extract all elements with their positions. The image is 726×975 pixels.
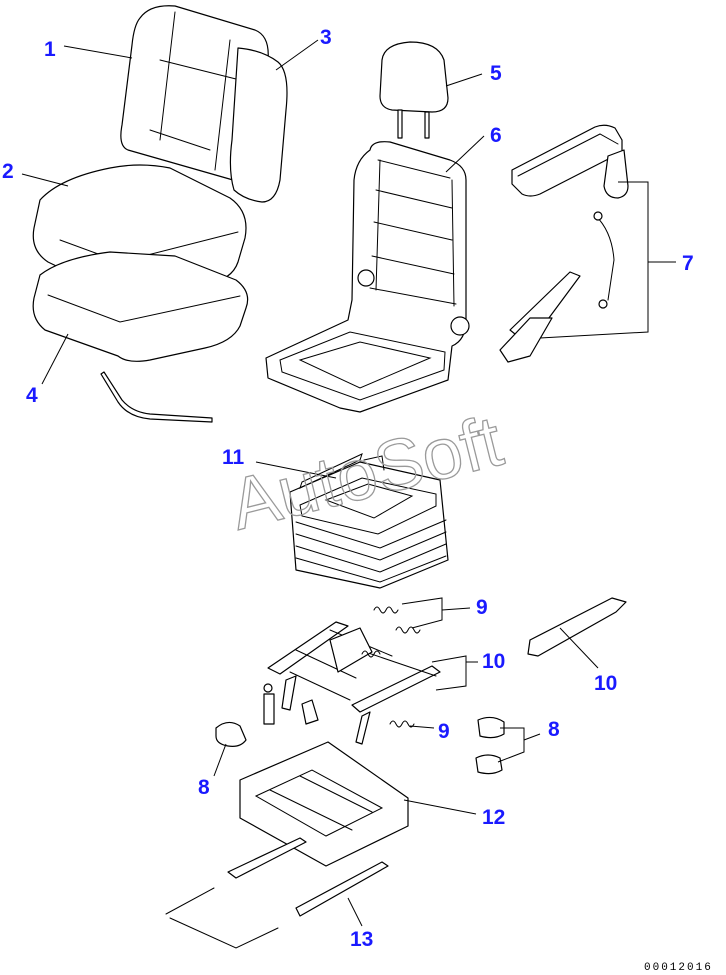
floor-rails: [165, 837, 389, 949]
seat-frame: [265, 141, 470, 413]
suspension-unit: [289, 453, 449, 589]
armrest-assembly: [499, 124, 629, 363]
cap-right-upper: [477, 716, 505, 739]
callout-5: 5: [490, 62, 502, 85]
cap-left: [215, 721, 247, 747]
headrest: [379, 41, 449, 139]
callout-8-right: 8: [548, 718, 560, 741]
seat-back-cushion: [120, 5, 288, 203]
callout-1: 1: [44, 38, 56, 61]
drawing-code: 00012016: [644, 962, 713, 974]
callout-11: 11: [222, 446, 245, 469]
callout-labels: 1 2 3 4 5 6 7 11 9 10 10 9 8 8 12 13: [2, 26, 694, 951]
callout-9-upper: 9: [476, 596, 488, 619]
callout-6: 6: [490, 124, 502, 147]
leader-lines: [21, 39, 676, 927]
seat-base-cushion: [32, 251, 249, 362]
rail-cover: [527, 597, 627, 657]
cap-right-lower: [475, 754, 503, 775]
seat-rod: [100, 371, 213, 423]
callout-4: 4: [26, 384, 38, 407]
callout-10-right: 10: [594, 672, 617, 695]
callout-12: 12: [482, 806, 505, 829]
callout-2: 2: [2, 160, 14, 183]
mounting-bracket: [239, 741, 409, 867]
callout-7: 7: [682, 252, 694, 275]
seat-slide-mechanism: [263, 606, 441, 745]
callout-9-lower: 9: [438, 720, 450, 743]
callout-8-left: 8: [198, 776, 210, 799]
callout-10-center: 10: [482, 650, 505, 673]
callout-13: 13: [350, 928, 373, 951]
callout-3: 3: [320, 26, 332, 49]
